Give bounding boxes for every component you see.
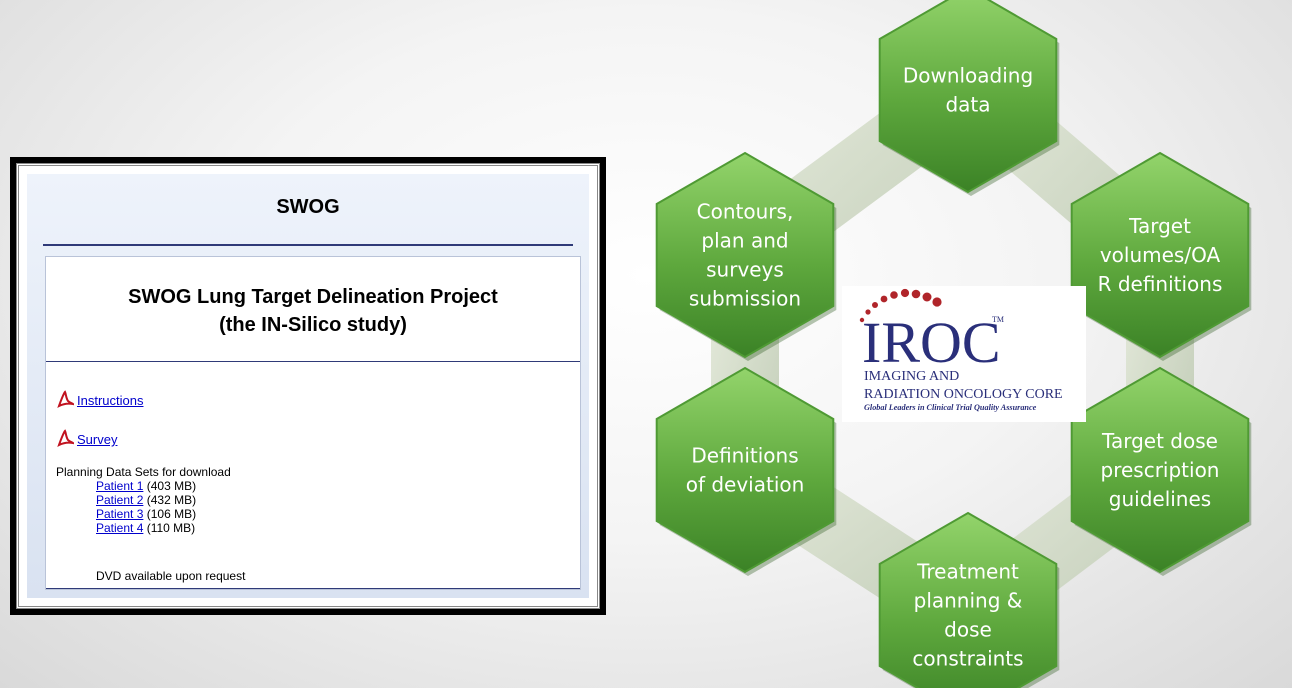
page-heading: SWOG Lung Target Delineation Project (th… xyxy=(46,283,580,339)
hex-treatment-planning: Treatment planning & dose constraints xyxy=(878,511,1060,688)
hex-label-line: prescription xyxy=(1101,458,1220,482)
list-item: Patient 4 (110 MB) xyxy=(96,521,231,535)
planning-data-section: Planning Data Sets for download Patient … xyxy=(56,465,231,535)
hex-label-line: guidelines xyxy=(1109,487,1211,511)
hex-label-line: dose xyxy=(944,618,992,642)
dvd-note: DVD available upon request xyxy=(96,569,246,583)
iroc-logo-graphic: IROC TM IMAGING AND RADIATION ONCOLOGY C… xyxy=(859,288,1063,412)
hex-definitions-of-deviation: Definitions of deviation xyxy=(655,366,837,576)
survey-link[interactable]: Survey xyxy=(77,432,118,447)
logo-line2: RADIATION ONCOLOGY CORE xyxy=(864,387,1063,402)
patient-list: Patient 1 (403 MB) Patient 2 (432 MB) Pa… xyxy=(56,479,231,535)
hex-label-line: Downloading xyxy=(903,64,1033,88)
hex-label-line: surveys xyxy=(706,258,784,282)
logo-dot xyxy=(859,317,865,323)
website-screenshot-panel: SWOG SWOG Lung Target Delineation Projec… xyxy=(10,157,606,615)
hex-label-line: constraints xyxy=(912,647,1023,671)
hex-shape xyxy=(655,151,835,359)
page-heading-line1: SWOG Lung Target Delineation Project xyxy=(128,286,498,308)
hex-downloading-data: Downloading data xyxy=(878,0,1060,196)
hex-label-line: Definitions xyxy=(691,444,798,468)
title-divider xyxy=(43,244,573,246)
logo-dot xyxy=(880,295,888,303)
content-heading-area: SWOG Lung Target Delineation Project (th… xyxy=(46,257,580,362)
logo-dot-arc xyxy=(859,288,942,323)
planning-label: Planning Data Sets for download xyxy=(56,465,231,479)
pdf-icon xyxy=(57,429,74,447)
instructions-link[interactable]: Instructions xyxy=(77,393,144,408)
hex-label-line: volumes/OA xyxy=(1100,243,1221,267)
logo-dot xyxy=(865,309,871,315)
hex-shape xyxy=(1070,151,1250,359)
patient-1-size: (403 MB) xyxy=(146,479,197,493)
hex-label-line: R definitions xyxy=(1098,272,1223,296)
patient-4-link[interactable]: Patient 4 xyxy=(96,521,144,535)
hex-shape xyxy=(655,366,835,574)
logo-wordmark: IROC xyxy=(862,310,1001,375)
hex-label-line: Target dose xyxy=(1101,429,1218,453)
survey-link-row[interactable]: Survey xyxy=(56,429,117,447)
patient-1-link[interactable]: Patient 1 xyxy=(96,479,144,493)
hex-label-line: data xyxy=(945,93,990,117)
patient-4-size: (110 MB) xyxy=(146,521,196,535)
instructions-link-row[interactable]: Instructions xyxy=(56,390,143,408)
website-frame: SWOG SWOG Lung Target Delineation Projec… xyxy=(16,163,600,609)
list-item: Patient 2 (432 MB) xyxy=(96,493,231,507)
hex-contours-submission: Contours, plan and surveys submission xyxy=(655,151,837,361)
logo-dot xyxy=(922,292,932,302)
list-item: Patient 3 (106 MB) xyxy=(96,507,231,521)
hex-shape xyxy=(878,511,1058,688)
content-box: SWOG Lung Target Delineation Project (th… xyxy=(45,256,581,590)
hex-target-dose: Target dose prescription guidelines xyxy=(1070,366,1252,576)
logo-dot xyxy=(890,291,898,299)
logo-dot xyxy=(932,297,942,307)
hex-label-line: plan and xyxy=(701,229,788,253)
pdf-icon xyxy=(57,390,74,408)
patient-3-link[interactable]: Patient 3 xyxy=(96,507,144,521)
hex-label-line: Target xyxy=(1128,214,1191,238)
hex-label-line: Contours, xyxy=(697,200,794,224)
logo-dot xyxy=(900,288,910,298)
logo-dot xyxy=(872,302,878,308)
page-heading-line2: (the IN-Silico study) xyxy=(219,314,407,336)
logo-trademark: TM xyxy=(992,315,1004,324)
hex-shape xyxy=(878,0,1058,194)
logo-line1: IMAGING AND xyxy=(864,369,959,384)
logo-dot xyxy=(911,289,921,299)
logo-tagline: Global Leaders in Clinical Trial Quality… xyxy=(864,403,1037,412)
website-page: SWOG SWOG Lung Target Delineation Projec… xyxy=(27,174,589,598)
hex-label-line: planning & xyxy=(914,589,1023,613)
site-title: SWOG xyxy=(276,196,340,218)
patient-3-size: (106 MB) xyxy=(146,507,197,521)
hex-target-volumes: Target volumes/OA R definitions xyxy=(1070,151,1252,361)
hex-label-line: Treatment xyxy=(916,560,1019,584)
hex-label-line: of deviation xyxy=(686,473,805,497)
list-item: Patient 1 (403 MB) xyxy=(96,479,231,493)
iroc-logo: IROC TM IMAGING AND RADIATION ONCOLOGY C… xyxy=(842,286,1086,422)
hex-label-line: submission xyxy=(689,287,801,311)
patient-2-link[interactable]: Patient 2 xyxy=(96,493,144,507)
patient-2-size: (432 MB) xyxy=(146,493,197,507)
bottom-divider xyxy=(46,588,580,589)
